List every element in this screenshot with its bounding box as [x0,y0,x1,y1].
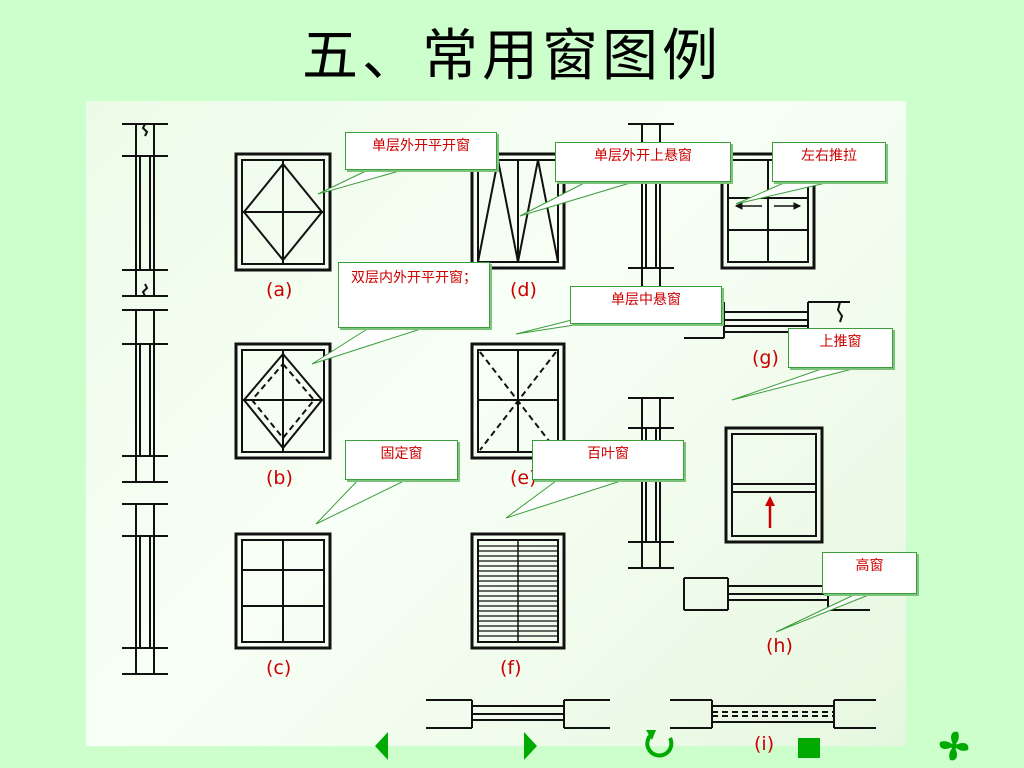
callout-sliding: 左右推拉 [772,142,886,182]
callout-double-casement: 双层内外开平开窗； [338,262,490,328]
window-plan-bottom-1 [426,699,610,729]
diagram-panel [86,101,906,746]
window-b-double-casement [234,342,332,460]
callout-high: 高窗 [822,552,917,594]
red-arrow-up [765,496,775,528]
figure-label-h: (h) [766,635,793,657]
window-i-plan [670,699,876,729]
prev-slide-button[interactable] [372,730,392,762]
callout-louver: 百叶窗 [532,440,684,480]
window-f-louver [470,532,566,650]
wall-section-5 [628,397,674,569]
menu-button[interactable] [934,726,974,766]
callout-center-pivot: 单层中悬窗 [570,286,722,324]
stop-square-icon [798,738,820,758]
window-h-plan [683,577,870,611]
window-c-fixed [234,532,332,650]
figure-label-i: (i) [754,733,774,755]
wall-section-2 [122,309,168,483]
window-sliding [720,152,816,270]
figure-label-e: (e) [510,467,537,489]
triangle-left-icon [375,732,388,760]
callout-single-casement: 单层外开平开窗 [345,132,497,170]
window-sash-up [724,426,824,544]
return-button[interactable] [642,728,678,762]
window-a-casement [234,152,332,272]
figure-label-d: (d) [510,279,537,301]
figure-label-f: (f) [500,657,522,679]
callout-pointers [311,167,877,633]
figure-label-a: (a) [266,279,292,301]
figure-label-c: (c) [266,657,291,679]
window-d-top-hung [470,152,566,270]
next-slide-button[interactable] [520,730,540,762]
slide-title: 五、常用窗图例 [302,24,722,89]
callout-single-top-hung: 单层外开上悬窗 [555,142,731,182]
window-e-center-pivot [470,342,566,460]
pinwheel-icon [939,731,969,761]
return-arrow-icon [645,730,674,758]
figure-label-b: (b) [266,467,293,489]
callout-fixed: 固定窗 [345,440,458,480]
triangle-right-icon [524,732,537,760]
wall-section-1 [122,123,168,297]
callout-sash-up: 上推窗 [788,328,893,368]
figure-label-g: (g) [752,347,779,369]
wall-section-3 [122,503,168,675]
end-show-button[interactable] [796,736,822,760]
